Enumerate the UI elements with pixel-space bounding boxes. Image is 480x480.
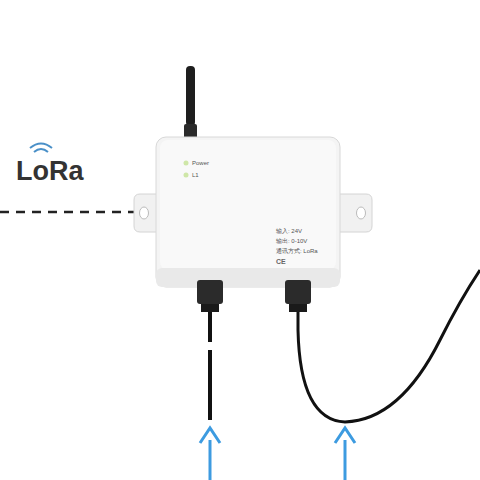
spec-text: 输入: 24V bbox=[276, 228, 302, 234]
spec-text: 输出: 0-10V bbox=[276, 238, 307, 244]
spec-text: 通讯方式: LoRa bbox=[276, 248, 318, 254]
led-label: L1 bbox=[192, 172, 199, 178]
brand-logo: LoRa bbox=[16, 158, 84, 185]
led-label: Power bbox=[192, 160, 209, 166]
cert-mark: CE bbox=[276, 258, 286, 265]
